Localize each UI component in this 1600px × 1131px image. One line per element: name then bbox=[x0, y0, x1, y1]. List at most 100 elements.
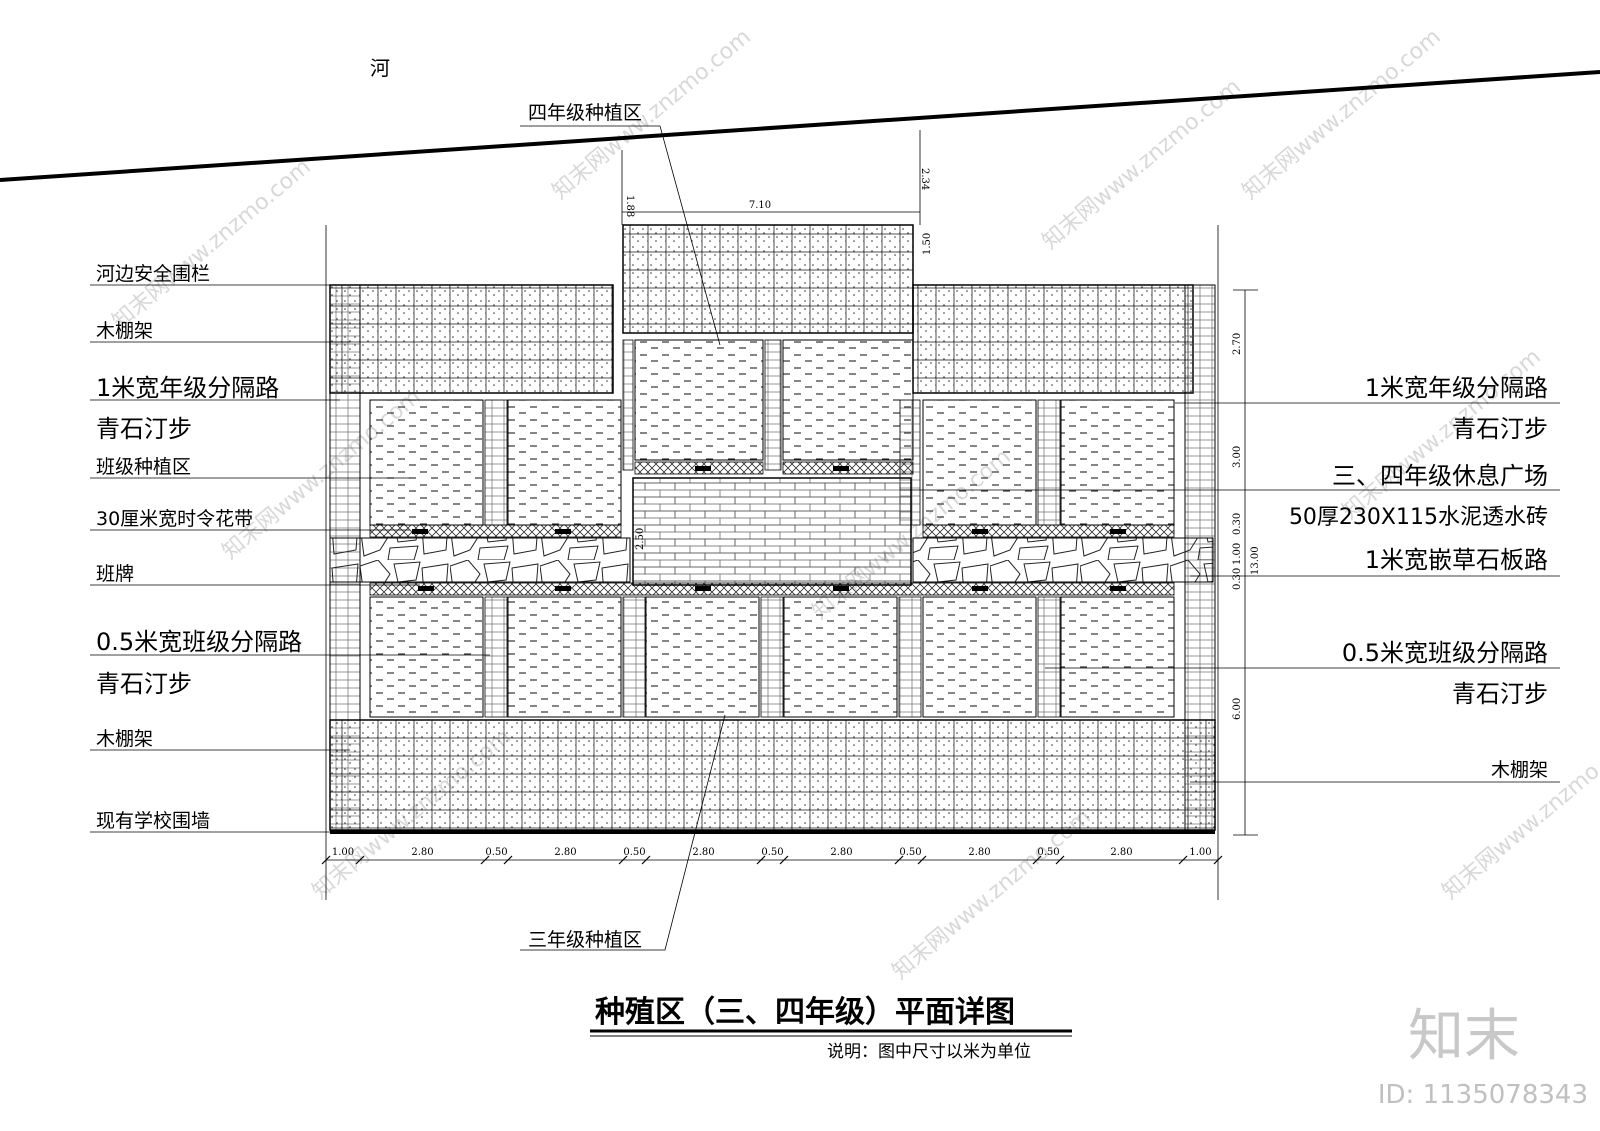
dimension-tick bbox=[355, 855, 365, 865]
dimension-tick bbox=[1032, 855, 1042, 865]
dimension-lines bbox=[325, 130, 1258, 900]
dim-bottom-value: 1.00 bbox=[1189, 847, 1211, 858]
river-edge-line bbox=[0, 70, 1600, 182]
dimension-tick bbox=[1213, 855, 1223, 865]
dimension-tick bbox=[321, 855, 331, 865]
bottom-dimensions: 1.00 2.80 0.50 2.80 0.50 2.80 0.50 2.80 0.50 2.80… bbox=[321, 847, 1223, 865]
trellis-top-left bbox=[329, 284, 614, 394]
planting-bed bbox=[922, 399, 1037, 526]
dimension-tick bbox=[917, 855, 927, 865]
dim-right-1: 3.00 bbox=[1232, 446, 1243, 468]
dim-top-right-h: 2.34 bbox=[919, 168, 930, 190]
dimension-tick bbox=[641, 855, 651, 865]
dim-bottom-value: 0.50 bbox=[485, 847, 507, 858]
class-sign bbox=[555, 529, 571, 534]
dim-plaza-h: 2.50 bbox=[635, 528, 646, 550]
rest-plaza bbox=[632, 477, 912, 586]
watermark-text: 知末网www.znzmo.com bbox=[1238, 24, 1446, 204]
label-bluestone-steps-1: 青石汀步 bbox=[96, 415, 192, 443]
stepping-stone-path bbox=[764, 339, 782, 471]
dim-top-depth: 1.50 bbox=[922, 233, 933, 255]
flower-belt bbox=[369, 524, 622, 538]
trellis-bottom bbox=[329, 719, 1216, 831]
drawing-title: 种殖区（三、四年级）平面详图 bbox=[595, 995, 1015, 1030]
label-seasonal-flower-belt: 30厘米宽时令花带 bbox=[96, 508, 253, 530]
class-sign bbox=[1110, 586, 1126, 591]
dimension-tick bbox=[756, 855, 766, 865]
class-sign bbox=[833, 586, 849, 591]
dim-right-0: 2.70 bbox=[1232, 333, 1243, 355]
dimension-tick bbox=[894, 855, 904, 865]
leader-lines bbox=[90, 125, 1560, 951]
watermark-text: 知末网www.znzmo.com bbox=[108, 154, 316, 334]
flower-belt bbox=[922, 524, 1175, 538]
class-sign bbox=[1110, 529, 1126, 534]
brand-logo: 知末 bbox=[1408, 1004, 1520, 1069]
planting-bed bbox=[634, 339, 764, 461]
planting-bed bbox=[369, 399, 484, 526]
planting-bed bbox=[507, 399, 622, 526]
label-grade4-zone: 四年级种植区 bbox=[528, 102, 642, 124]
label-r-bluestone-steps-1: 青石汀步 bbox=[1452, 415, 1548, 443]
planting-bed bbox=[369, 596, 484, 718]
label-wood-trellis-bottom: 木棚架 bbox=[96, 728, 153, 750]
label-grade3-zone: 三年级种植区 bbox=[528, 929, 642, 951]
dim-bottom-value: 2.80 bbox=[411, 847, 433, 858]
planting-bed bbox=[507, 596, 622, 718]
stepping-stone-path bbox=[1037, 399, 1061, 526]
stepping-stone-path bbox=[622, 339, 634, 471]
label-r-permeable-brick: 50厚230X115水泥透水砖 bbox=[1289, 505, 1548, 530]
dim-right-5: 6.00 bbox=[1232, 698, 1243, 720]
label-r-rest-plaza: 三、四年级休息广场 bbox=[1332, 462, 1548, 490]
planting-bed bbox=[782, 339, 914, 461]
dim-bottom-value: 0.50 bbox=[761, 847, 783, 858]
dimension-tick bbox=[480, 855, 490, 865]
dimension-tick bbox=[779, 855, 789, 865]
stepping-stone-path bbox=[1037, 596, 1061, 718]
planting-bed bbox=[922, 596, 1037, 718]
label-school-wall: 现有学校围墙 bbox=[96, 810, 210, 832]
stepping-stone-path bbox=[484, 399, 508, 526]
label-r-grass-slab-road: 1米宽嵌草石板路 bbox=[1365, 546, 1548, 574]
label-bluestone-steps-2: 青石汀步 bbox=[96, 670, 192, 698]
planting-bed bbox=[645, 596, 760, 718]
image-id: ID: 1135078343 bbox=[1378, 1080, 1588, 1110]
label-r-wood-trellis: 木棚架 bbox=[1491, 759, 1548, 781]
dim-bottom-value: 2.80 bbox=[692, 847, 714, 858]
class-sign bbox=[695, 466, 711, 471]
trellis-top-center bbox=[622, 224, 914, 334]
dim-bottom-value: 0.50 bbox=[899, 847, 921, 858]
dim-right-4: 0.30 bbox=[1232, 568, 1243, 590]
stepping-stone-path bbox=[484, 596, 508, 718]
dim-bottom-value: 0.50 bbox=[623, 847, 645, 858]
dimension-tick bbox=[503, 855, 513, 865]
school-wall bbox=[330, 830, 1215, 834]
dim-top-left-h: 1.88 bbox=[624, 195, 635, 217]
label-r-bluestone-steps-2: 青石汀步 bbox=[1452, 680, 1548, 708]
plan-outline bbox=[329, 224, 1216, 834]
class-signs bbox=[412, 466, 1126, 591]
dimension-tick bbox=[618, 855, 628, 865]
label-riverside-fence: 河边安全围栏 bbox=[96, 263, 210, 285]
dim-bottom-value: 2.80 bbox=[830, 847, 852, 858]
stone-slab-path bbox=[329, 537, 631, 583]
class-sign bbox=[418, 586, 434, 591]
label-wood-trellis-top: 木棚架 bbox=[96, 320, 153, 342]
class-sign bbox=[972, 529, 988, 534]
dimension-tick bbox=[1055, 855, 1065, 865]
label-class-sign: 班牌 bbox=[96, 563, 134, 585]
stone-slab-path bbox=[912, 537, 1214, 583]
label-r-class-divider-road: 0.5米宽班级分隔路 bbox=[1342, 639, 1548, 667]
river-label: 河 bbox=[370, 56, 390, 80]
label-class-divider-road: 0.5米宽班级分隔路 bbox=[96, 628, 302, 656]
dim-bottom-value: 0.50 bbox=[1037, 847, 1059, 858]
trellis-top-right bbox=[912, 284, 1194, 394]
dim-bottom-value: 2.80 bbox=[1110, 847, 1132, 858]
stepping-stone-path bbox=[898, 596, 922, 718]
class-sign bbox=[555, 586, 571, 591]
dim-bottom-value: 2.80 bbox=[968, 847, 990, 858]
class-sign bbox=[972, 586, 988, 591]
dim-right-3: 1.00 bbox=[1232, 543, 1243, 565]
class-sign bbox=[833, 466, 849, 471]
